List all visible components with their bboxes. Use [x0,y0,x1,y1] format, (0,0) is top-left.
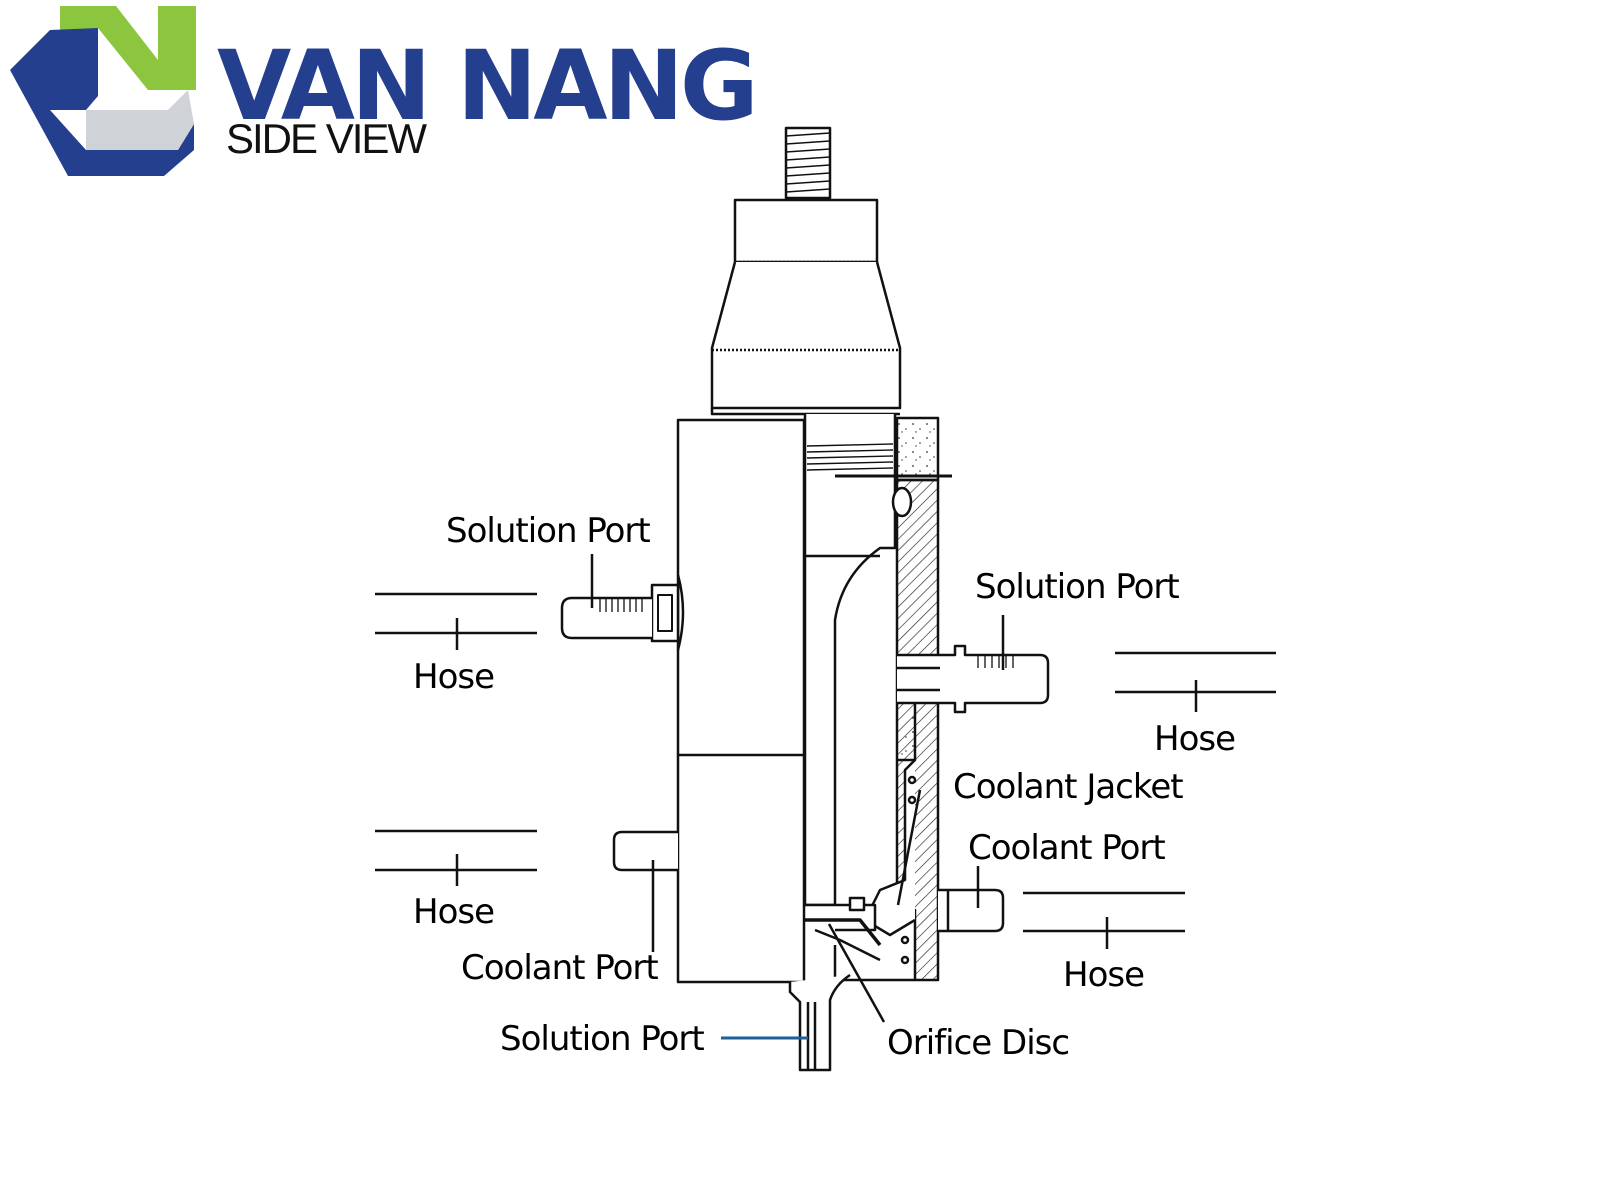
label-coolant-jacket: Coolant Jacket [953,767,1184,807]
right-solution-port [897,644,1050,714]
threaded-stud [784,126,832,200]
hose-lower-left [375,829,537,886]
left-body-block [676,418,806,984]
diagram-subtitle: SIDE VIEW [226,115,427,162]
right-coolant-port [938,888,1005,933]
label-hose-lower-right: Hose [1063,955,1145,995]
orifice-disc-assembly [805,896,915,982]
van-nang-logo-icon [10,6,196,176]
brand-name: VAN NANG [217,30,759,142]
label-solution-port-right: Solution Port [975,567,1180,607]
leader-lines [590,554,1005,1040]
label-solution-port-bottom: Solution Port [500,1019,705,1059]
label-orifice-disc: Orifice Disc [887,1023,1070,1063]
label-solution-port-upper-left: Solution Port [446,511,651,551]
label-hose-right: Hose [1154,719,1236,759]
upper-left-solution-port [560,583,680,643]
coolant-jacket-internals [863,759,922,965]
hose-lower-right [1023,891,1185,949]
label-coolant-port-right: Coolant Port [968,828,1166,868]
inner-barrel [803,414,952,907]
lower-left-coolant-port [612,830,678,872]
top-cap [710,198,902,416]
hose-upper-left [375,592,537,650]
bottom-solution-port [788,973,851,1072]
label-coolant-port-left: Coolant Port [461,948,659,988]
label-hose-lower-left: Hose [413,892,495,932]
label-hose-upper-left: Hose [413,657,495,697]
hose-right [1115,651,1276,712]
